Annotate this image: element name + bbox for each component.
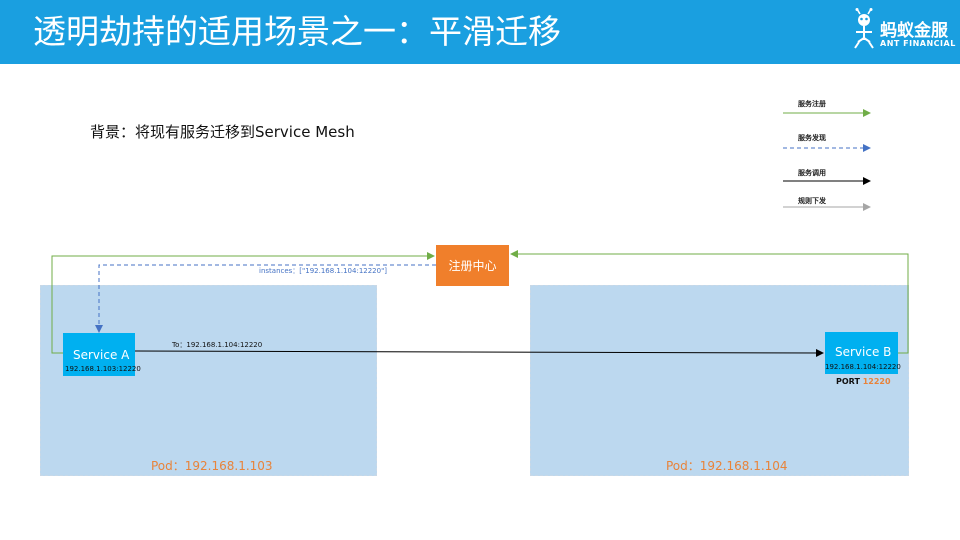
invoke-line [134,348,824,357]
legend-label-discovery: 服务发现 [798,134,826,142]
legend-label-register: 服务注册 [798,100,826,108]
discovery-label: instances：["192.168.1.104:12220"] [259,267,388,275]
register-line-a [51,252,435,354]
service-b-box: Service B 192.168.1.104:12220 [825,332,901,374]
ant-financial-logo: 蚂蚁金服 ANT FINANCIAL [850,8,955,58]
legend-label-invoke: 服务调用 [798,169,826,177]
logo-subtitle: ANT FINANCIAL [880,39,956,48]
registry-center: 注册中心 [436,245,509,286]
service-a-ip: 192.168.1.103:12220 [65,365,141,373]
service-b-ip: 192.168.1.104:12220 [825,363,901,371]
discovery-line [95,264,436,333]
invoke-label: To：192.168.1.104:12220 [172,341,263,349]
service-b-name: Service B [835,345,892,359]
pod-a-label: Pod：192.168.1.103 [151,459,273,473]
service-b-port: PORT 12220 [836,377,891,386]
header-bar: 透明劫持的适用场景之一：平滑迁移 蚂蚁金服 ANT FINANCIAL [0,0,960,64]
pod-a [40,285,377,476]
port-number: 12220 [862,377,891,386]
pod-b [530,285,909,476]
register-line-b [510,250,909,354]
ant-icon [854,8,874,49]
pod-b-label: Pod：192.168.1.104 [666,459,788,473]
legend-label-rules: 规则下发 [798,197,826,205]
page-title: 透明劫持的适用场景之一：平滑迁移 [33,12,561,51]
service-a-name: Service A [73,348,130,362]
logo-text: 蚂蚁金服 [880,21,948,41]
service-a-box: Service A 192.168.1.103:12220 [63,333,141,376]
background-statement: 背景：将现有服务迁移到Service Mesh [90,123,355,141]
port-label: PORT [836,377,860,386]
